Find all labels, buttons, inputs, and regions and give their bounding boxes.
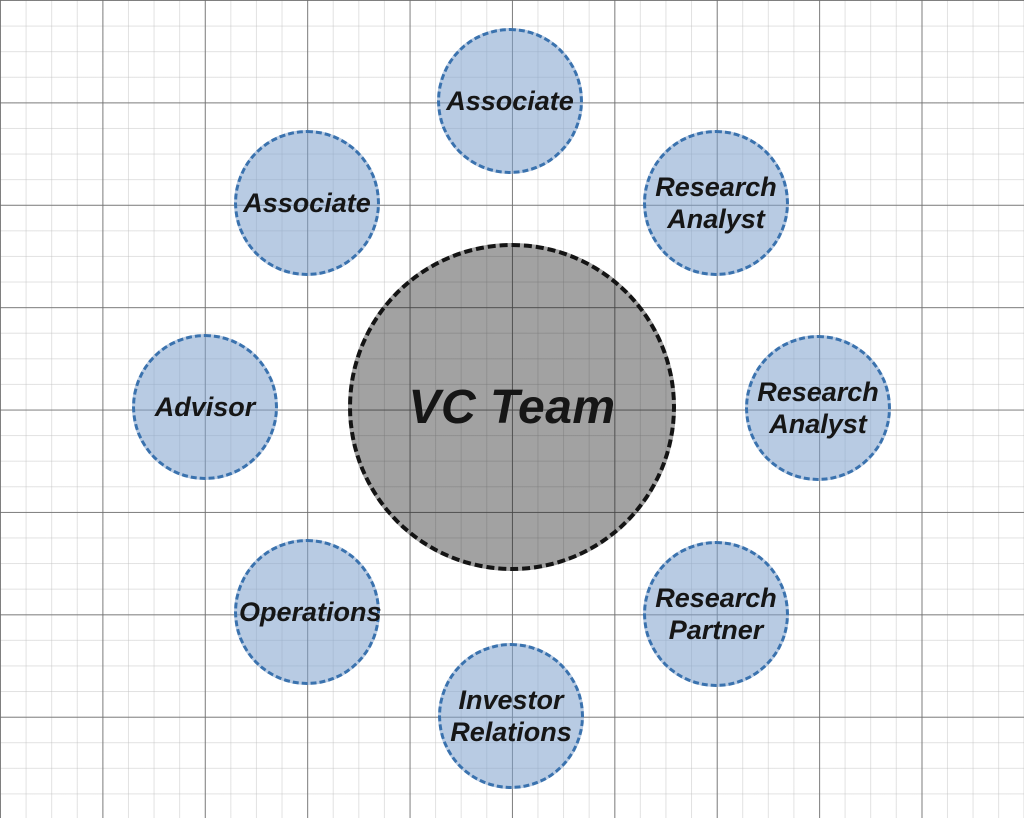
node-label: Operations	[239, 596, 382, 627]
node-label: Investor Relations	[450, 684, 572, 747]
node-label: Research Analyst	[655, 171, 777, 234]
center-node-label: VC Team	[408, 380, 616, 434]
center-node-vc-team: VC Team	[348, 243, 676, 571]
node-label: Research Partner	[655, 582, 777, 645]
node-label: Associate	[446, 85, 574, 116]
node-advisor: Advisor	[132, 334, 278, 480]
node-associate-top: Associate	[437, 28, 583, 174]
node-operations: Operations	[234, 539, 382, 685]
node-research-analyst-right: Research Analyst	[745, 335, 891, 481]
node-label: Research Analyst	[757, 376, 879, 439]
node-research-analyst-top-right: Research Analyst	[643, 130, 789, 276]
node-research-partner: Research Partner	[643, 541, 789, 687]
node-label: Associate	[243, 187, 371, 218]
node-label: Advisor	[154, 391, 256, 422]
node-associate-top-left: Associate	[234, 130, 380, 276]
node-investor-relations: Investor Relations	[438, 643, 584, 789]
